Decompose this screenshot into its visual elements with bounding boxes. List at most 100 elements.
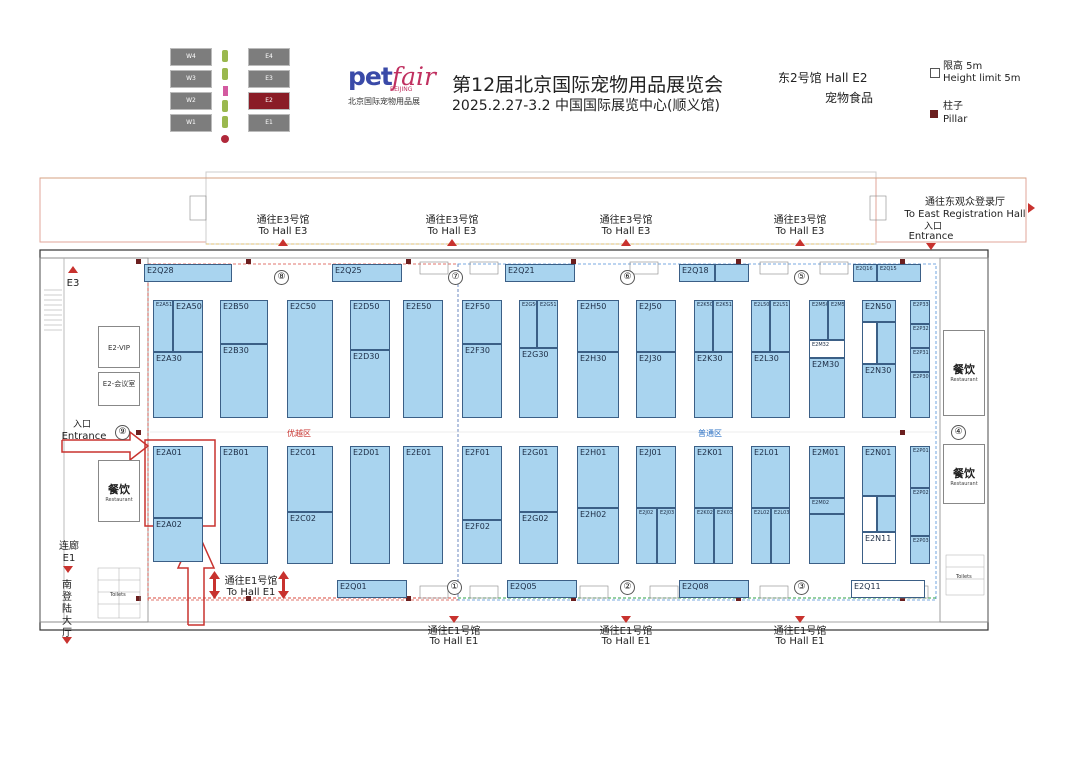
booth-e2l03[interactable]: E2L03	[771, 508, 790, 564]
restaurant-right-bottom-cn: 餐饮	[953, 467, 975, 480]
booth-e2p02[interactable]: E2P02	[910, 488, 930, 536]
booth-e2m02[interactable]: E2M02	[809, 498, 845, 514]
booth-e2p30[interactable]: E2P30	[910, 372, 930, 418]
booth-e2m30[interactable]: E2M30	[809, 358, 845, 418]
booth-e2c01[interactable]: E2C01	[287, 446, 333, 512]
booth-e2p31[interactable]: E2P31	[910, 348, 930, 372]
booth-e2n30[interactable]: E2N30	[862, 364, 896, 418]
booth-e2c02[interactable]: E2C02	[287, 512, 333, 564]
booth-e2k50[interactable]: E2K50	[694, 300, 713, 352]
booth-e2g02[interactable]: E2G02	[519, 512, 558, 564]
booth-e2h50[interactable]: E2H50	[577, 300, 619, 352]
booth-e2e01[interactable]: E2E01	[403, 446, 443, 564]
booth-e2a51[interactable]: E2A51	[153, 300, 173, 352]
zone-general-label: 普通区	[698, 429, 722, 438]
booth-e2p03[interactable]: E2P03	[910, 536, 930, 564]
booth-e2n01[interactable]: E2N01	[862, 446, 896, 496]
booth-e2m51[interactable]: E2M51	[828, 300, 845, 340]
logo-chinese-name: 北京国际宠物用品展	[348, 97, 420, 106]
booth-e2p33[interactable]: E2P33	[910, 300, 930, 324]
booth-e2e50[interactable]: E2E50	[403, 300, 443, 418]
booth-e2l30[interactable]: E2L30	[751, 352, 790, 418]
booth-e2n-small-2[interactable]	[877, 322, 896, 364]
booth-e2l50[interactable]: E2L50	[751, 300, 770, 352]
booth-e2b50[interactable]: E2B50	[220, 300, 268, 344]
booth-e2n-small-4[interactable]	[877, 496, 896, 532]
booth-e2j30[interactable]: E2J30	[636, 352, 676, 418]
booth-e2n-small-3[interactable]	[862, 496, 877, 532]
booth-e2q16[interactable]: E2Q16	[853, 264, 877, 282]
booth-e2a50[interactable]: E2A50	[173, 300, 203, 352]
booth-e2g30[interactable]: E2G30	[519, 348, 558, 418]
legend-pillar-cn: 柱子	[943, 101, 963, 112]
minimap-connector	[223, 86, 228, 96]
booth-e2b01[interactable]: E2B01	[220, 446, 268, 564]
booth-e2f01[interactable]: E2F01	[462, 446, 502, 520]
booth-e2h30[interactable]: E2H30	[577, 352, 619, 418]
gate-2: ②	[620, 580, 635, 595]
gate-4: ④	[951, 425, 966, 440]
page-title: 第12届北京国际宠物用品展览会	[452, 74, 724, 96]
entrance-top-right-en: Entrance	[908, 231, 954, 242]
booth-e2g50[interactable]: E2G50	[519, 300, 537, 348]
booth-e2l01[interactable]: E2L01	[751, 446, 790, 508]
booth-e2h02[interactable]: E2H02	[577, 508, 619, 564]
booth-e2f02[interactable]: E2F02	[462, 520, 502, 564]
booth-e2b30[interactable]: E2B30	[220, 344, 268, 418]
gate-1: ①	[447, 580, 462, 595]
booth-e2q01[interactable]: E2Q01	[337, 580, 407, 598]
booth-e2j03[interactable]: E2J03	[657, 508, 676, 564]
booth-e2j02[interactable]: E2J02	[636, 508, 657, 564]
booth-e2j50[interactable]: E2J50	[636, 300, 676, 352]
booth-e2p32[interactable]: E2P32	[910, 324, 930, 348]
booth-e2f50[interactable]: E2F50	[462, 300, 502, 344]
booth-e2n11[interactable]: E2N11	[862, 532, 896, 564]
booth-e2n50[interactable]: E2N50	[862, 300, 896, 322]
minimap-connector	[222, 100, 228, 112]
booth-e2k30[interactable]: E2K30	[694, 352, 733, 418]
booth-e2p01[interactable]: E2P01	[910, 446, 930, 488]
booth-e2m01[interactable]: E2M01	[809, 446, 845, 498]
booth-e2f30[interactable]: E2F30	[462, 344, 502, 418]
booth-e2k03[interactable]: E2K03	[714, 508, 733, 564]
minimap-block-w4: W4	[170, 48, 212, 66]
booth-e2g01[interactable]: E2G01	[519, 446, 558, 512]
direction-to-e3-en-1: To Hall E3	[258, 226, 308, 237]
height-limit-swatch	[930, 68, 940, 78]
arrow-down-icon	[795, 616, 805, 623]
booth-e2m03[interactable]	[809, 514, 845, 564]
minimap-block-e4: E4	[248, 48, 290, 66]
booth-e2c50[interactable]: E2C50	[287, 300, 333, 418]
booth-e2q08[interactable]: E2Q08	[679, 580, 749, 598]
booth-e2l02[interactable]: E2L02	[751, 508, 771, 564]
booth-e2n-small-1[interactable]	[862, 322, 877, 364]
booth-e2q11[interactable]: E2Q11	[851, 580, 925, 598]
booth-e2d30[interactable]: E2D30	[350, 350, 390, 418]
booth-e2q21[interactable]: E2Q21	[505, 264, 575, 282]
booth-e2l51[interactable]: E2L51	[770, 300, 790, 352]
entrance-top-right-cn: 入口	[923, 222, 942, 232]
booth-e2q18[interactable]: E2Q18	[679, 264, 715, 282]
booth-e2m50[interactable]: E2M50	[809, 300, 828, 340]
booth-e2k01[interactable]: E2K01	[694, 446, 733, 508]
booth-e2q28[interactable]: E2Q28	[144, 264, 232, 282]
booth-e2q05[interactable]: E2Q05	[507, 580, 577, 598]
booth-e2h01[interactable]: E2H01	[577, 446, 619, 508]
logo-pet-text: pet	[348, 62, 393, 91]
booth-e2d50[interactable]: E2D50	[350, 300, 390, 350]
booth-e2m32[interactable]: E2M32	[809, 340, 845, 358]
booth-e2g51[interactable]: E2G51	[537, 300, 558, 348]
booth-e2q15[interactable]: E2Q15	[877, 264, 921, 282]
direction-to-e1-en-1: To Hall E1	[429, 636, 479, 647]
restaurant-right-top-cn: 餐饮	[953, 363, 975, 376]
booth-e2k02[interactable]: E2K02	[694, 508, 714, 564]
booth-e2q17[interactable]	[715, 264, 749, 282]
booth-e2a30[interactable]: E2A30	[153, 352, 203, 418]
booth-e2j01[interactable]: E2J01	[636, 446, 676, 508]
booth-e2k51[interactable]: E2K51	[713, 300, 733, 352]
booth-e2d01[interactable]: E2D01	[350, 446, 390, 564]
booth-e2a01[interactable]: E2A01	[153, 446, 203, 518]
booth-e2q25[interactable]: E2Q25	[332, 264, 402, 282]
booth-e2a02[interactable]: E2A02	[153, 518, 203, 562]
minimap-block-e3: E3	[248, 70, 290, 88]
